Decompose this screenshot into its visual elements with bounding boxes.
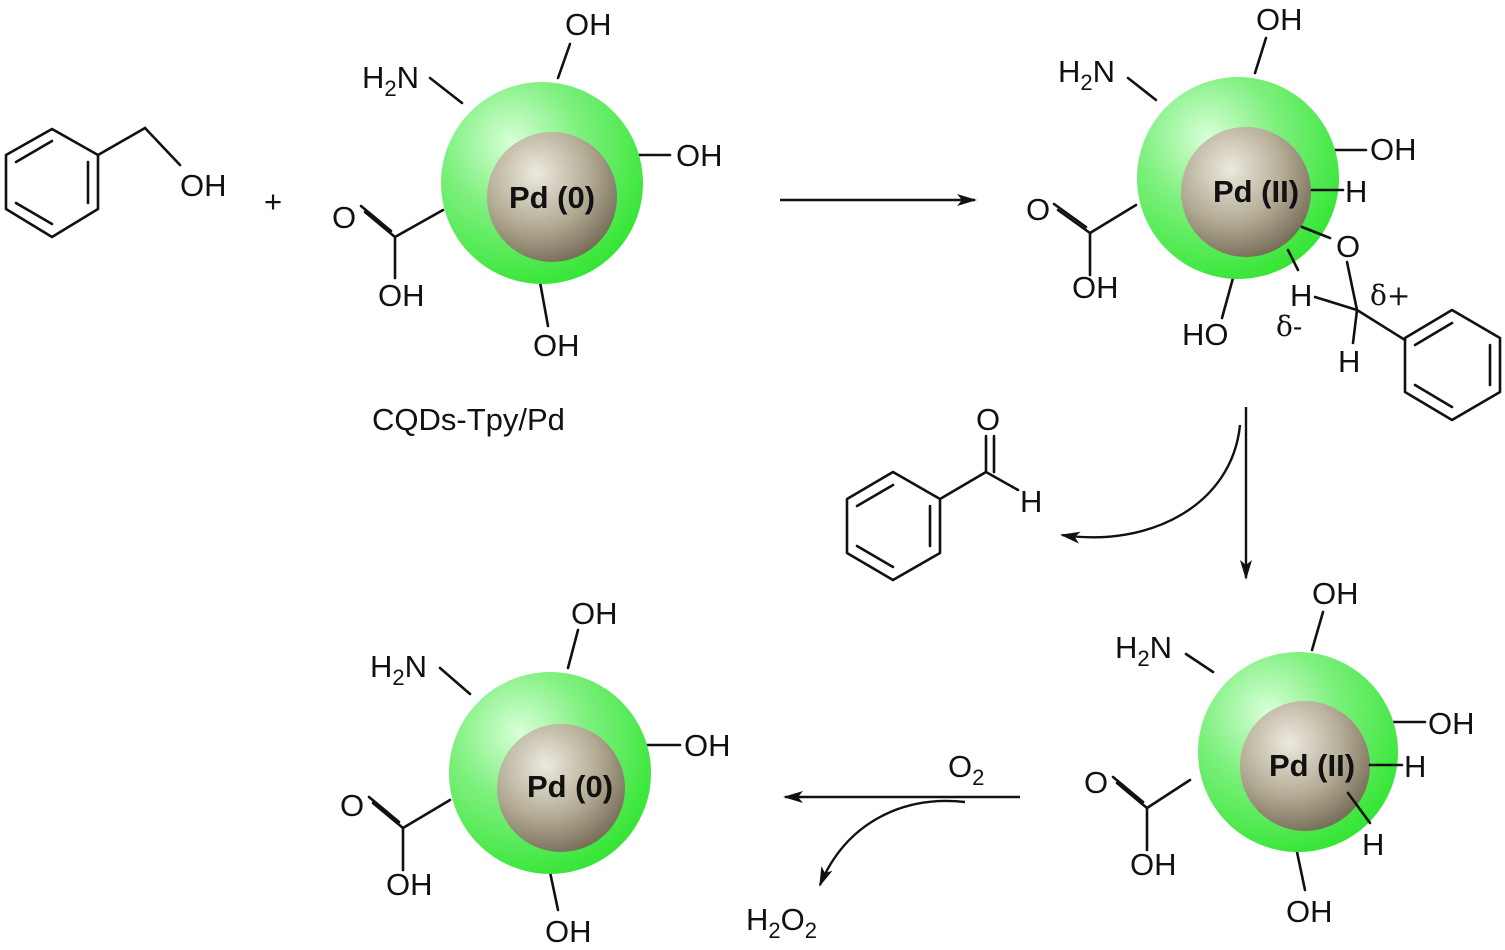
hydroxyl-label: OH bbox=[684, 728, 731, 763]
hydroxyl-label: OH bbox=[1312, 576, 1359, 611]
palladium-core bbox=[1240, 701, 1370, 831]
carboxyl-hydroxyl-label: OH bbox=[1130, 847, 1177, 882]
hydroxyl-label: OH bbox=[1370, 132, 1417, 167]
hydride-label: H bbox=[1404, 749, 1426, 784]
carbonyl-oxygen-label: O bbox=[1084, 765, 1108, 800]
amino-group-label: H2N bbox=[370, 649, 427, 690]
hydroxyl-label: OH bbox=[676, 138, 723, 173]
amino-group-label: H2N bbox=[1115, 630, 1172, 671]
hydrogen-peroxide-label: H2O2 bbox=[746, 902, 817, 943]
catalyst-pd2-dihydride: Pd (II) H H OH OH OH O OH H2N bbox=[1084, 576, 1475, 929]
carbonyl-oxygen-label: O bbox=[332, 200, 356, 235]
carbonyl-oxygen-label: O bbox=[340, 788, 364, 823]
catalyst-pd0-regenerated: Pd (0) OH OH OH O OH H2N bbox=[340, 596, 731, 949]
amino-group-label: H2N bbox=[1058, 54, 1115, 95]
carboxyl-hydroxyl-label: OH bbox=[1072, 270, 1119, 305]
pd2-label: Pd (II) bbox=[1269, 748, 1355, 783]
hydroxyl-label: OH bbox=[545, 914, 592, 949]
methylene-hydrogen-label: H bbox=[1338, 344, 1360, 379]
pd0-label: Pd (0) bbox=[527, 769, 613, 804]
aldehyde-oxygen-label: O bbox=[976, 402, 1000, 437]
delta-plus-label: δ+ bbox=[1370, 279, 1410, 312]
carboxyl-hydroxyl-label: OH bbox=[386, 867, 433, 902]
benzaldehyde: O H bbox=[845, 402, 1042, 582]
alkoxide-oxygen-label: O bbox=[1336, 229, 1360, 264]
hydroxyl-label: OH bbox=[571, 596, 618, 631]
hydroxyl-label: OH bbox=[1428, 706, 1475, 741]
hydroxyl-label: HO bbox=[1182, 317, 1229, 352]
curved-arrow-product-release bbox=[1060, 424, 1242, 544]
palladium-core bbox=[487, 132, 617, 262]
benzyl-alcohol: OH bbox=[4, 126, 227, 239]
hydroxyl-label: OH bbox=[1256, 2, 1303, 37]
hydride-label: H bbox=[1362, 827, 1384, 862]
catalyst-pd2-alkoxide-complex: Pd (II) H O H H δ+ δ- OH OH HO O OH H2N bbox=[1026, 2, 1502, 422]
aldehyde-hydrogen-label: H bbox=[1020, 484, 1042, 519]
amino-group-label: H2N bbox=[362, 60, 419, 101]
benzyl-hydroxyl-label: OH bbox=[180, 168, 227, 203]
hydride-label: H bbox=[1345, 174, 1367, 209]
hydroxyl-label: OH bbox=[565, 7, 612, 42]
hydroxyl-label: OH bbox=[533, 328, 580, 363]
plus-sign: + bbox=[264, 184, 282, 219]
palladium-core bbox=[1181, 127, 1311, 257]
carboxyl-hydroxyl-label: OH bbox=[378, 278, 425, 313]
pd0-label: Pd (0) bbox=[509, 180, 595, 215]
catalyst-pd0-initial: Pd (0) OH OH OH O OH H2N bbox=[332, 7, 723, 363]
hydroxyl-label: OH bbox=[1286, 894, 1333, 929]
carbonyl-oxygen-label: O bbox=[1026, 192, 1050, 227]
palladium-core bbox=[497, 724, 625, 852]
curved-arrow-peroxide-release bbox=[818, 799, 966, 887]
oxygen-reagent-label: O2 bbox=[948, 749, 984, 790]
alpha-hydrogen-label: H bbox=[1290, 278, 1312, 313]
delta-minus-label: δ- bbox=[1276, 310, 1302, 343]
catalyst-name-label: CQDs-Tpy/Pd bbox=[372, 402, 565, 437]
pd2-label: Pd (II) bbox=[1213, 174, 1299, 209]
